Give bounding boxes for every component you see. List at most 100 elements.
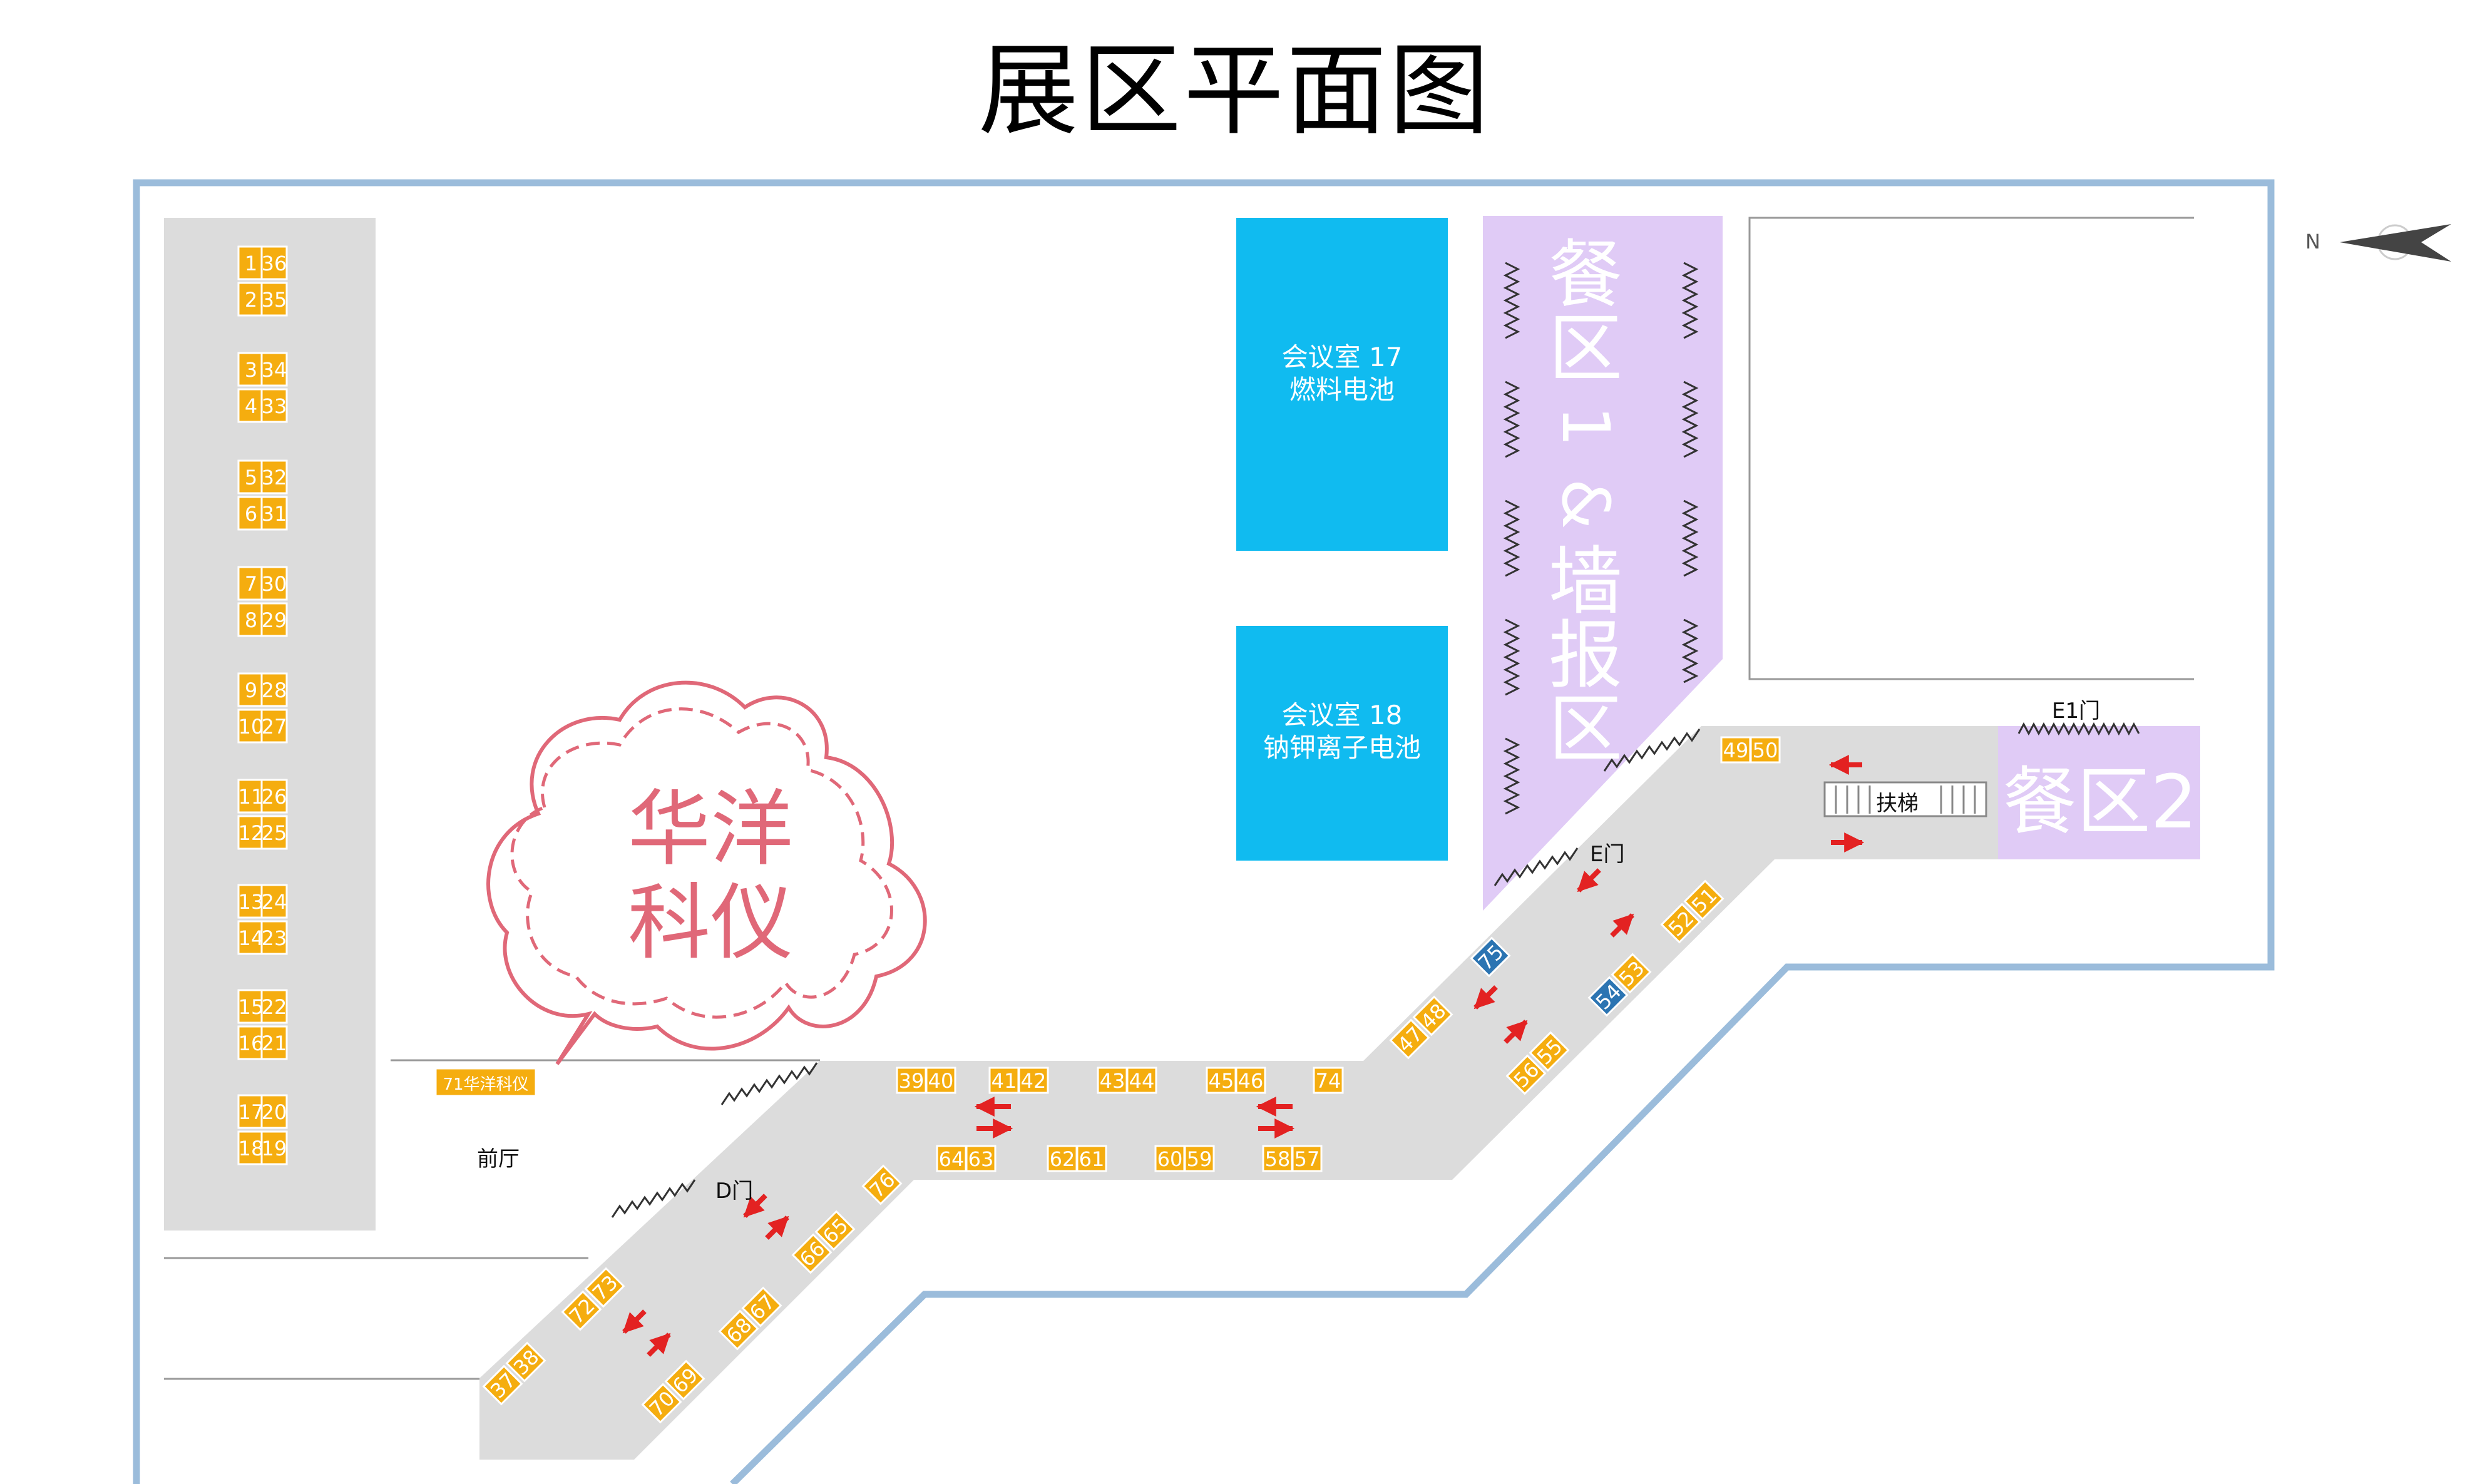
flow-arrow	[1610, 913, 1634, 938]
booth-box	[260, 566, 288, 601]
booth-number: 2	[245, 288, 257, 312]
booth-number: 3	[245, 358, 257, 382]
booth: 49	[1720, 736, 1751, 764]
booth-number: 43	[1100, 1069, 1125, 1093]
booth-number: 9	[245, 678, 257, 702]
booth: 8	[237, 602, 265, 637]
booth: 32	[260, 459, 288, 494]
door-d-zigzag	[720, 1062, 818, 1105]
booth: 34	[260, 352, 288, 387]
booth: 39	[896, 1067, 927, 1094]
booth: 41	[988, 1067, 1020, 1094]
booth-number: 71华洋科仪	[443, 1075, 528, 1094]
booth-number: 16	[238, 1031, 264, 1055]
booth: 62	[1047, 1145, 1078, 1172]
booth-number: 12	[238, 821, 264, 845]
booth-box	[260, 388, 288, 423]
booth: 40	[925, 1067, 956, 1094]
booth: 21	[260, 1025, 288, 1060]
booth-box	[1611, 953, 1652, 994]
booth-number: 14	[238, 926, 264, 950]
booth-box	[260, 245, 288, 280]
booth-box	[260, 1025, 288, 1060]
booth-number: 45	[1209, 1069, 1234, 1093]
meeting-room-18-name: 会议室 18	[1281, 700, 1403, 730]
booth: 23	[260, 920, 288, 955]
meeting-room-17-name: 会议室 17	[1281, 342, 1403, 372]
booth-box	[505, 1341, 546, 1383]
booth-box	[260, 884, 288, 919]
booth-number: 31	[262, 502, 287, 526]
booth-box	[260, 459, 288, 494]
booth-number: 11	[238, 785, 264, 809]
flow-arrow	[1504, 1020, 1528, 1044]
booth-number: 4	[245, 394, 257, 418]
booth-box	[482, 1364, 523, 1406]
booth-box	[237, 245, 265, 280]
booth-box	[237, 920, 265, 955]
booth-number: 27	[262, 715, 287, 739]
booth-number: 23	[262, 926, 287, 950]
booth-number: 21	[262, 1031, 287, 1055]
booth: 26	[260, 779, 288, 814]
booth-box	[260, 282, 288, 317]
booth: 24	[260, 884, 288, 919]
booth-box	[1750, 736, 1781, 764]
booth-number: 20	[262, 1100, 287, 1124]
booth-box	[861, 1164, 903, 1205]
booth-box	[741, 1286, 782, 1328]
booth: 35	[260, 282, 288, 317]
flow-arrow	[647, 1333, 671, 1357]
booth-box	[641, 1383, 682, 1424]
dining-area-1-char: 区	[1548, 686, 1622, 772]
highlight-company-name: 华洋 科仪	[617, 782, 804, 970]
booth-number: 25	[262, 821, 287, 845]
door-e1-zigzag	[2017, 722, 2140, 736]
booth: 18	[237, 1130, 265, 1165]
booth-box	[237, 1025, 265, 1060]
zigzag-decoration	[1681, 262, 1699, 339]
booth-number: 29	[262, 608, 287, 632]
booth: 3	[237, 352, 265, 387]
meeting-room-18	[1236, 626, 1448, 861]
booth-number: 58	[1265, 1147, 1291, 1171]
booth-box	[925, 1067, 956, 1094]
booth-number: 19	[262, 1137, 287, 1160]
booth-box	[965, 1145, 997, 1172]
booth-box	[260, 920, 288, 955]
zigzag-decoration	[1681, 618, 1699, 683]
booth: 64	[936, 1145, 967, 1172]
booth: 20	[260, 1094, 288, 1129]
dining-area-1-char: 餐	[1548, 232, 1622, 318]
escalator-label: 扶梯	[1876, 791, 1919, 816]
booth: 29	[260, 602, 288, 637]
booth-number: 60	[1157, 1147, 1183, 1171]
booth-box	[1683, 879, 1724, 921]
booth-number: 49	[1723, 739, 1749, 762]
booth-box	[260, 1094, 288, 1129]
booth: 28	[260, 672, 288, 707]
escalator	[1823, 781, 1987, 817]
booth: 11	[237, 779, 265, 814]
booth: 15	[237, 989, 265, 1024]
booth-number: 33	[262, 394, 287, 418]
booth: 59	[1184, 1145, 1215, 1172]
booth-number: 15	[238, 995, 264, 1019]
booth-number: 64	[939, 1147, 965, 1171]
booth: 7	[237, 566, 265, 601]
booth: 58	[1262, 1145, 1293, 1172]
meeting-room-18-label: 会议室 18 钠钾离子电池	[1236, 699, 1448, 764]
booth: 42	[1018, 1067, 1049, 1094]
meeting-room-17	[1236, 218, 1448, 551]
booth: 2	[237, 282, 265, 317]
booth: 74	[1313, 1067, 1344, 1094]
booth-number: 35	[262, 288, 287, 312]
booth: 44	[1126, 1067, 1157, 1094]
booth-number: 61	[1079, 1147, 1105, 1171]
compass-arrow-icon	[2340, 224, 2451, 262]
zigzag-decoration	[1503, 381, 1520, 458]
booth-number: 74	[1316, 1069, 1341, 1093]
booth-box	[237, 884, 265, 919]
